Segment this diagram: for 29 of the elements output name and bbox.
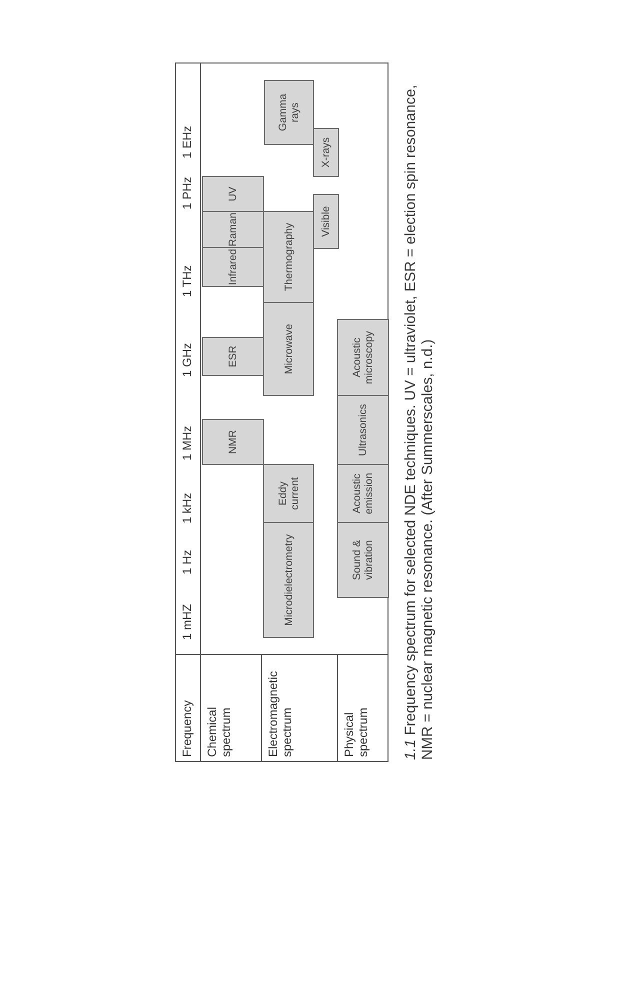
technique-box: UV (202, 176, 264, 212)
column-header: Frequency (180, 700, 194, 757)
technique-box: Sound & vibration (337, 522, 389, 598)
frequency-tick-label: 1 mHZ (180, 604, 194, 640)
row-header: Chemical spectrum (205, 706, 233, 757)
frequency-tick-label: 1 GHz (180, 342, 194, 377)
technique-box: Microwave (263, 302, 314, 396)
technique-box: Eddy current (263, 464, 314, 523)
technique-box: Visible (313, 194, 339, 249)
frequency-tick-label: 1 Hz (180, 550, 194, 574)
technique-box: Acoustic emission (337, 464, 389, 523)
frequency-tick-label: 1 THz (180, 265, 194, 297)
row-header: Electromagnetic spectrum (266, 670, 294, 757)
frequency-tick-label: 1 kHz (180, 492, 194, 524)
figure-caption: 1.1 Frequency spectrum for selected NDE techniques. UV = ultraviolet, ESR = election spin resonance, NMR = nuclear magnetic resonance. (After Summerscales, n.d.) (403, 84, 437, 760)
row-header: Physical spectrum (342, 708, 370, 757)
technique-box: Thermography (263, 211, 314, 303)
technique-box: Gamma rays (264, 80, 314, 145)
technique-box: Infrared (202, 247, 264, 287)
technique-box: NMR (202, 419, 264, 465)
technique-box: Acoustic microscopy (337, 319, 389, 396)
technique-box: Raman (202, 211, 264, 248)
technique-box: ESR (202, 337, 264, 376)
frequency-tick-label: 1 PHz (180, 176, 194, 210)
technique-box: X-rays (313, 128, 339, 177)
technique-box: Microdielectrometry (263, 522, 314, 638)
technique-box: Ultrasonics (337, 395, 389, 465)
frequency-tick-label: 1 MHz (180, 426, 194, 460)
frequency-tick-label: 1 EHz (180, 126, 194, 158)
